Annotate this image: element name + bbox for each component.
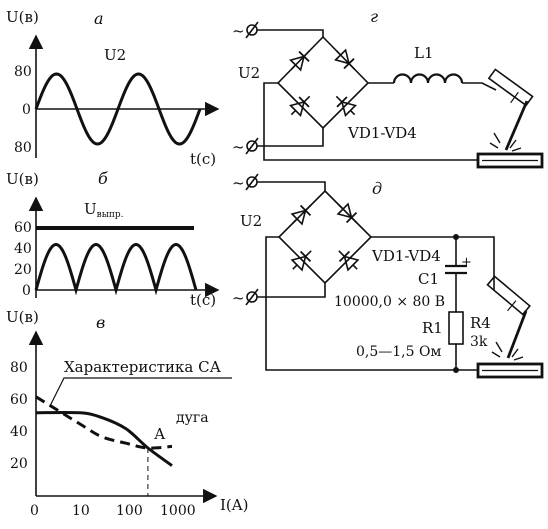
circuit-g: г ~ ~ U2 VD1-VD4 L1 <box>232 7 544 169</box>
circuit-g-letter: г <box>370 7 378 26</box>
circuit-d-resistor2-label: R4 <box>470 314 491 332</box>
circuit-g-wire-return <box>263 82 478 161</box>
panel-v-ytick-60: 60 <box>10 392 28 408</box>
circuit-d-electrode-holder <box>486 275 531 316</box>
panel-a-y-label: U(в) <box>6 8 39 26</box>
panel-v-xtick-0: 0 <box>30 503 39 519</box>
panel-v-arc-label: дуга <box>176 410 209 426</box>
circuit-d-wire-top <box>257 181 326 191</box>
panel-b-tick-40: 40 <box>14 241 32 257</box>
panel-a-letter: а <box>94 9 104 28</box>
circuit-d-capacitor-label: C1 <box>418 270 439 288</box>
circuit-d-resistor-spec: 0,5—1,5 Ом <box>356 344 441 360</box>
panel-b-line-label: Uвыпр. <box>84 200 124 220</box>
circuit-d-capacitor-polarity: + <box>461 255 472 270</box>
panel-v-ytick-80: 80 <box>10 360 28 376</box>
panel-v-ytick-40: 40 <box>10 424 28 440</box>
panel-b-tick-20: 20 <box>14 262 32 278</box>
panel-b-letter: б <box>98 169 108 188</box>
panel-v-x-label: I(A) <box>220 496 248 514</box>
panel-a-curve-label: U2 <box>104 46 126 64</box>
circuit-d-resistor-r1 <box>448 311 464 345</box>
circuit-d-bridge-outline <box>277 189 373 285</box>
panel-v-curve-label: Характеристика СА <box>64 358 222 376</box>
circuit-g-bridge-label: VD1-VD4 <box>347 124 417 142</box>
circuit-g-workpiece <box>476 152 544 169</box>
panel-b-y-label: U(в) <box>6 170 39 188</box>
circuit-g-wire-bottom <box>257 128 324 147</box>
panel-b-graph: U(в) б Uвыпр. 60 40 20 0 t(с) <box>6 169 220 309</box>
panel-v-xtick-100: 100 <box>116 503 143 519</box>
circuit-g-holder-ring <box>510 91 519 104</box>
circuit-g-inductor-label: L1 <box>414 44 434 62</box>
panel-v-xtick-1000: 1000 <box>160 503 196 519</box>
panel-a-tick-80-bottom: 80 <box>14 140 32 156</box>
circuit-g-electrode <box>487 68 534 152</box>
panel-v-curve-leader-line <box>49 377 232 407</box>
circuit-d-terminal-bottom-slash <box>245 288 259 306</box>
circuit-d-capacitor-spec: 10000,0 × 80 В <box>334 294 445 310</box>
circuit-d-junction-top <box>453 234 459 240</box>
circuit-d-wire-positive <box>371 236 495 290</box>
panel-v-y-label: U(в) <box>6 308 39 326</box>
panel-a-sine-curve <box>34 72 202 146</box>
circuit-d-terminal-top-slash <box>245 173 259 191</box>
circuit-d-wire-return <box>265 236 478 371</box>
circuit-d-junction-bottom <box>453 367 459 373</box>
panel-a-graph: U(в) а U2 80 0 80 t(с) <box>6 8 220 168</box>
circuit-d-letter: д <box>372 179 382 198</box>
circuit-d-holder-ring <box>507 300 517 312</box>
circuit-g-terminal-top-slash <box>245 21 259 39</box>
circuit-d-resistor2-value: 3k <box>470 334 488 350</box>
panel-v-xtick-10: 10 <box>72 503 90 519</box>
circuit-d-terminal-mark-top: ~ <box>232 174 245 192</box>
panel-v-arc-curve <box>35 395 173 450</box>
circuit-g-wire-to-electrode <box>462 82 497 91</box>
panel-v-point-label: А <box>154 425 166 443</box>
circuit-d-bridge-label: VD1-VD4 <box>371 247 441 265</box>
circuit-g-arc-sparks <box>489 132 522 152</box>
circuit-d-workpiece <box>476 362 544 379</box>
circuit-g-wire-top <box>257 29 324 37</box>
circuit-d-resistor-label: R1 <box>422 319 443 337</box>
circuit-d-electrode <box>486 275 531 361</box>
panel-a-tick-0: 0 <box>22 102 31 118</box>
panel-v-letter: в <box>96 313 105 332</box>
panel-v-source-characteristic-curve <box>35 410 173 467</box>
circuit-d-terminal-mark-bottom: ~ <box>232 289 245 307</box>
circuit-g-electrode-holder <box>487 68 534 107</box>
panel-a-x-label: t(с) <box>190 150 216 168</box>
circuit-d-source-label: U2 <box>240 212 262 230</box>
circuit-g-terminal-mark-top: ~ <box>232 22 245 40</box>
circuit-d-electrode-rod <box>506 310 528 359</box>
circuit-g-electrode-rod <box>504 100 529 151</box>
circuit-d: д ~ ~ U2 VD1-VD4 + C1 10000,0 × 80 В R1 … <box>232 173 544 379</box>
panel-b-tick-0: 0 <box>22 283 31 299</box>
panel-v-ytick-20: 20 <box>10 456 28 472</box>
circuit-d-arc-sparks <box>491 341 524 361</box>
panel-a-tick-80-top: 80 <box>14 64 32 80</box>
panel-b-x-label: t(с) <box>190 291 216 309</box>
panel-b-tick-60: 60 <box>14 220 32 236</box>
circuit-g-terminal-bottom-slash <box>245 137 259 155</box>
circuit-g-terminal-mark-bottom: ~ <box>232 138 245 156</box>
circuit-g-inductor-coil <box>392 73 464 84</box>
circuit-g-source-label: U2 <box>238 64 260 82</box>
panel-b-rectified-humps <box>34 243 198 296</box>
panel-v-graph: U(в) в Характеристика СА дуга А 80 60 40… <box>6 308 248 519</box>
circuit-d-wire-bottom <box>257 283 326 298</box>
